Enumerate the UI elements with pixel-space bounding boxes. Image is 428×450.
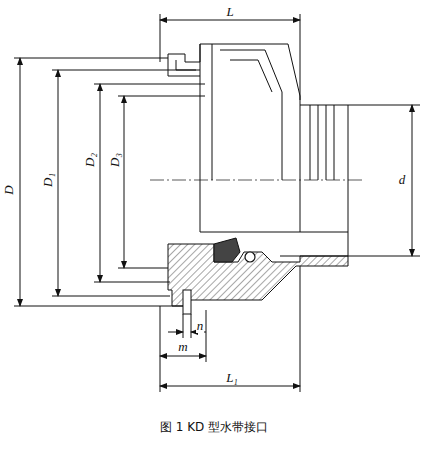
dimension-label: D₃ <box>108 152 122 168</box>
dimension-label: L₁ <box>225 371 239 385</box>
dimension-label: D <box>2 184 16 195</box>
dimension-label: m <box>177 340 188 354</box>
dimension-label: D₁ <box>41 172 55 188</box>
dimension-label: n <box>196 319 205 333</box>
dimension-label: D₂ <box>83 152 97 168</box>
dimension-label: d <box>398 173 407 187</box>
figure-caption: 图 1 KD 型水带接口 <box>160 420 268 434</box>
dimension-label: L <box>225 5 234 19</box>
